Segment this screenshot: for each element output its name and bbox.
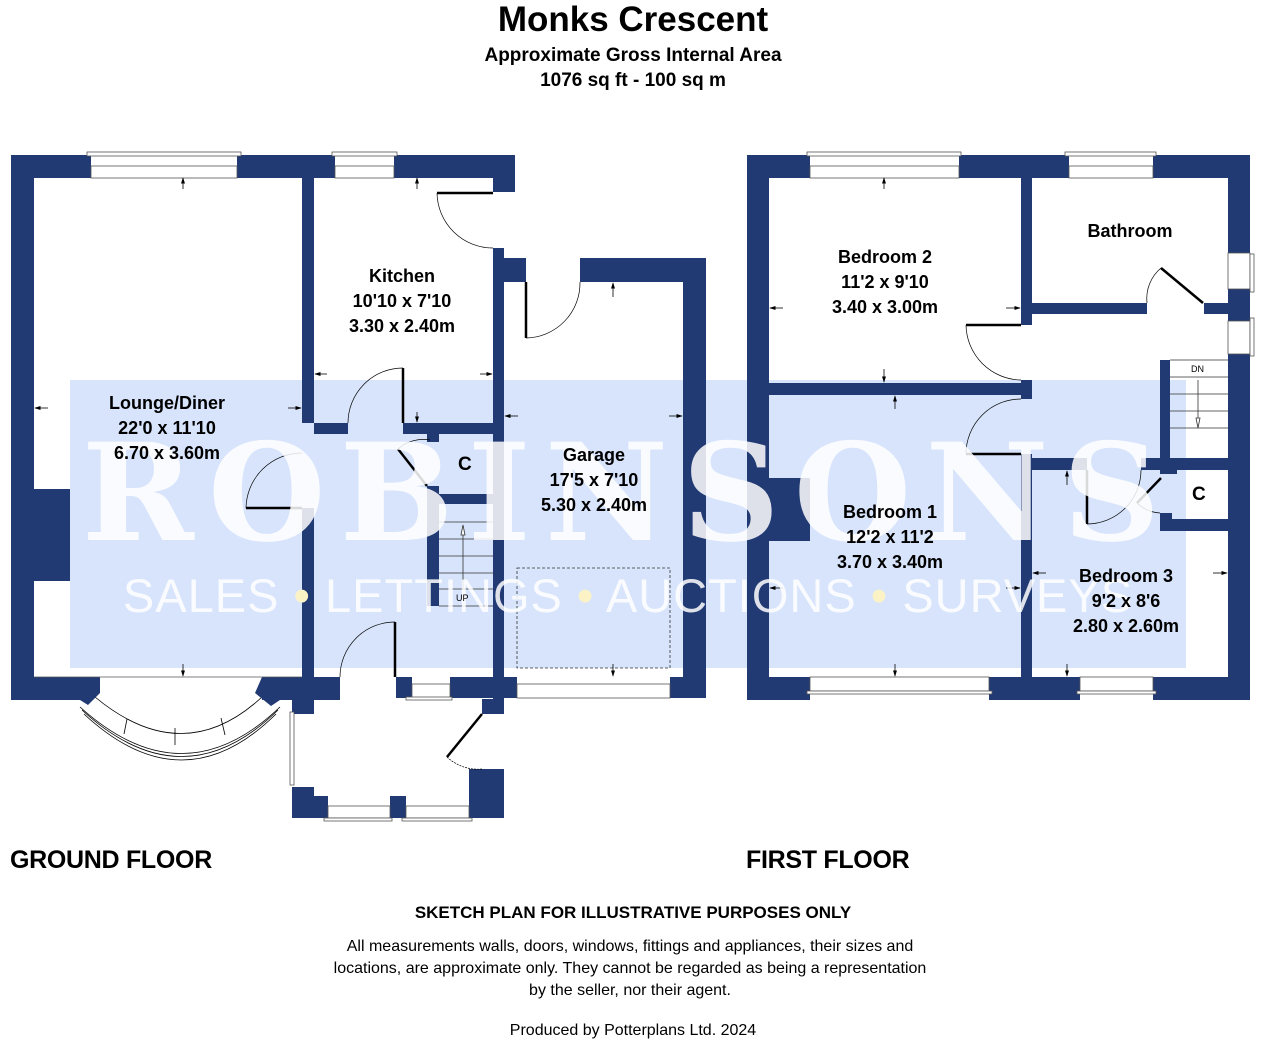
tagline-sales: SALES bbox=[122, 569, 280, 622]
area-value: 1076 sq ft - 100 sq m bbox=[540, 70, 726, 91]
windows-ground bbox=[34, 151, 671, 822]
page-title: Monks Crescent bbox=[497, 0, 769, 39]
tagline-auctions: AUCTIONS bbox=[605, 569, 857, 622]
room-metric: 3.30 x 2.40m bbox=[348, 316, 456, 336]
first-floor-plan bbox=[747, 155, 1250, 700]
stairs-first bbox=[1170, 359, 1228, 429]
stairs-ground bbox=[439, 521, 493, 607]
room-bedroom-3: Bedroom 3 9'2 x 8'6 2.80 x 2.60m bbox=[1073, 564, 1179, 639]
room-garage: Garage 17'5 x 7'10 5.30 x 2.40m bbox=[541, 443, 647, 518]
room-bathroom: Bathroom bbox=[1088, 219, 1173, 244]
doors-first bbox=[965, 267, 1204, 525]
tagline-surveys: SURVEYS bbox=[902, 569, 1134, 622]
room-imperial: 11'2 x 9'10 bbox=[841, 272, 929, 292]
room-metric: 2.80 x 2.60m bbox=[1072, 616, 1180, 636]
room-metric: 5.30 x 2.40m bbox=[540, 495, 648, 515]
room-name: Bathroom bbox=[1087, 221, 1173, 241]
tagline-lettings: LETTINGS bbox=[325, 569, 563, 622]
room-imperial: 17'5 x 7'10 bbox=[549, 470, 639, 490]
doors-ground bbox=[245, 191, 581, 770]
room-name: Bedroom 3 bbox=[1078, 566, 1174, 586]
room-metric: 3.70 x 3.40m bbox=[836, 552, 944, 572]
garage-door-swing bbox=[516, 567, 671, 669]
first-cupboard-label: C bbox=[1192, 484, 1206, 505]
stairs-down-label: DN bbox=[1191, 364, 1204, 374]
room-kitchen: Kitchen 10'10 x 7'10 3.30 x 2.40m bbox=[349, 264, 455, 339]
disclaimer-text: All measurements walls, doors, windows, … bbox=[333, 938, 927, 999]
bay-window bbox=[79, 696, 281, 761]
ground-cupboard-label: C bbox=[458, 454, 472, 475]
room-imperial: 9'2 x 8'6 bbox=[1091, 591, 1161, 611]
room-imperial: 22'0 x 11'10 bbox=[118, 418, 216, 438]
disclaimer-heading: SKETCH PLAN FOR ILLUSTRATIVE PURPOSES ON… bbox=[414, 903, 852, 922]
windows-first bbox=[806, 151, 1255, 695]
area-subtitle: Approximate Gross Internal Area bbox=[484, 45, 782, 66]
ground-floor-label: GROUND FLOOR bbox=[10, 846, 212, 874]
watermark-brand: ROBINSONS bbox=[81, 413, 1175, 572]
watermark-tagline: SALES • LETTINGS • AUCTIONS • SURVEYS bbox=[70, 568, 1186, 624]
tagline-dot: • bbox=[293, 569, 311, 622]
room-name: Lounge/Diner bbox=[109, 393, 225, 413]
room-name: Bedroom 2 bbox=[837, 247, 933, 267]
room-bedroom-2: Bedroom 2 11'2 x 9'10 3.40 x 3.00m bbox=[832, 245, 938, 320]
room-metric: 3.40 x 3.00m bbox=[831, 297, 939, 317]
room-name: Garage bbox=[562, 445, 626, 465]
producer-credit: Produced by Potterplans Ltd. 2024 bbox=[509, 1022, 757, 1039]
room-bedroom-1: Bedroom 1 12'2 x 11'2 3.70 x 3.40m bbox=[837, 500, 943, 575]
room-name: Bedroom 1 bbox=[842, 502, 938, 522]
room-lounge-diner: Lounge/Diner 22'0 x 11'10 6.70 x 3.60m bbox=[109, 391, 225, 466]
room-name: Kitchen bbox=[368, 266, 435, 286]
first-floor-label: FIRST FLOOR bbox=[746, 846, 910, 874]
tagline-dot: • bbox=[576, 569, 595, 622]
dimension-arrows-first bbox=[769, 177, 1228, 677]
stairs-up-label: UP bbox=[456, 593, 469, 603]
ground-floor-plan bbox=[11, 155, 706, 818]
watermark-band bbox=[70, 380, 1186, 668]
room-imperial: 12'2 x 11'2 bbox=[846, 527, 934, 547]
tagline-dot: • bbox=[870, 569, 889, 622]
room-metric: 6.70 x 3.60m bbox=[113, 443, 221, 463]
room-imperial: 10'10 x 7'10 bbox=[352, 291, 452, 311]
dimension-arrows-ground bbox=[34, 177, 683, 677]
